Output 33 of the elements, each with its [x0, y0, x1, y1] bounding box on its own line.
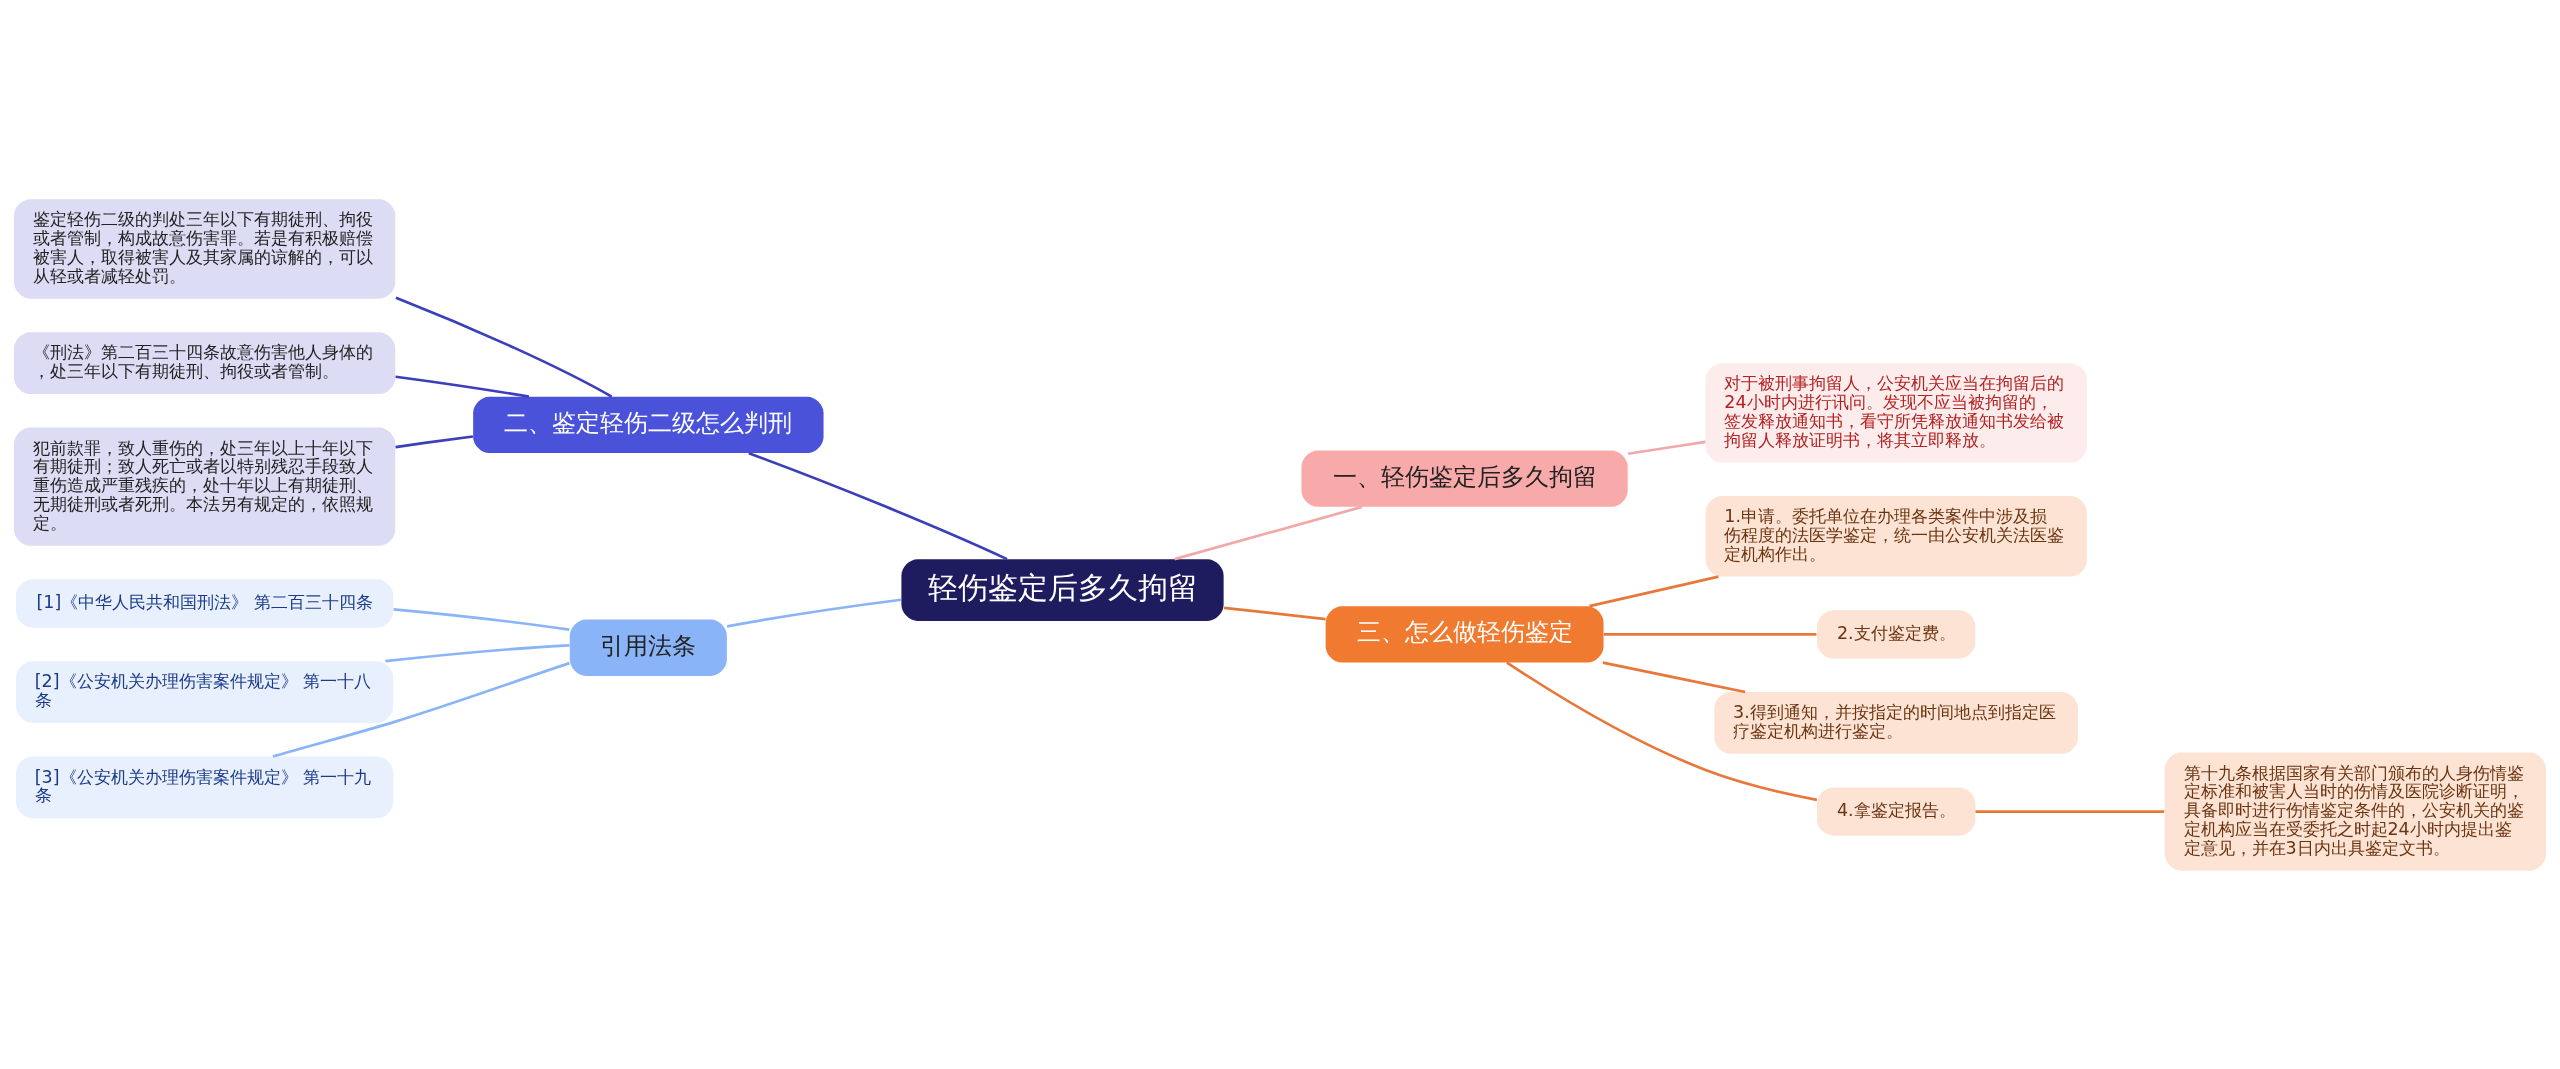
connector — [1506, 660, 1818, 801]
node-box: 引用法条 — [569, 619, 727, 676]
connector — [393, 607, 570, 631]
connector — [748, 451, 1008, 560]
connector — [1975, 809, 2165, 813]
node-box: 《刑法》第二百三十四条故意伤害他人身体的，处三年以下有期徒刑、拘役或者管制。 — [14, 331, 396, 394]
node-box: 4.拿鉴定报告。 — [1817, 786, 1976, 836]
connector — [1174, 505, 1363, 560]
connector — [1627, 440, 1706, 455]
connector — [1589, 574, 1719, 607]
node-box: 对于被刑事拘留人，公安机关应当在拘留后的24小时内进行讯问。发现不应当被拘留的，签发释放通知书，看守所凭释放通知书发给被拘留人释放证明书，将其立即释放。 — [1705, 362, 2087, 462]
connector — [385, 643, 570, 662]
node-box: 鉴定轻伤二级的判处三年以下有期徒刑、拘役或者管制，构成故意伤害罪。若是有积极赔偿被害人，取得被害人及其家属的谅解的，可以从轻或者减轻处罚。 — [14, 198, 396, 299]
node-box: 3.得到通知，并按指定的时间地点到指定医疗鉴定机构进行鉴定。 — [1714, 691, 2079, 754]
node-box: 三、怎么做轻伤鉴定 — [1325, 605, 1604, 663]
node-box: 轻伤鉴定后多久拘留 — [901, 558, 1224, 621]
connector — [395, 295, 613, 398]
connector — [1223, 605, 1326, 620]
connector — [395, 434, 474, 448]
node-box: 1.申请。委托单位在办理各类案件中涉及损伤程度的法医学鉴定，统一由公安机关法医鉴定机构作出。 — [1705, 495, 2087, 577]
node-box: [3]《公安机关办理伤害案件规定》 第一十九条 — [16, 756, 394, 818]
connector — [272, 661, 570, 758]
connector — [395, 374, 530, 398]
connector — [726, 597, 902, 628]
connector — [1602, 660, 1746, 693]
node-box: 一、轻伤鉴定后多久拘留 — [1301, 449, 1628, 507]
node-box: [1]《中华人民共和国刑法》 第二百三十四条 — [16, 578, 394, 628]
node-box: [2]《公安机关办理伤害案件规定》 第一十八条 — [16, 660, 394, 723]
connector — [1604, 632, 1817, 636]
node-box: 犯前款罪，致人重伤的，处三年以上十年以下有期徒刑；致人死亡或者以特别残忍手段致人重伤造成严重残疾的，处十年以上有期徒刑、无期徒刑或者死刑。本法另有规定的，依照规定。 — [14, 427, 396, 546]
node-box: 第十九条根据国家有关部门颁布的人身伤情鉴定标准和被害人当时的伤情及医院诊断证明，具备即时进行伤情鉴定条件的，公安机关的鉴定机构应当在受委托之时起24小时内提出鉴定意见，并在3日内出具鉴定文书。 — [2164, 752, 2546, 871]
node-box: 二、鉴定轻伤二级怎么判刑 — [473, 396, 824, 453]
node-box: 2.支付鉴定费。 — [1817, 609, 1976, 658]
